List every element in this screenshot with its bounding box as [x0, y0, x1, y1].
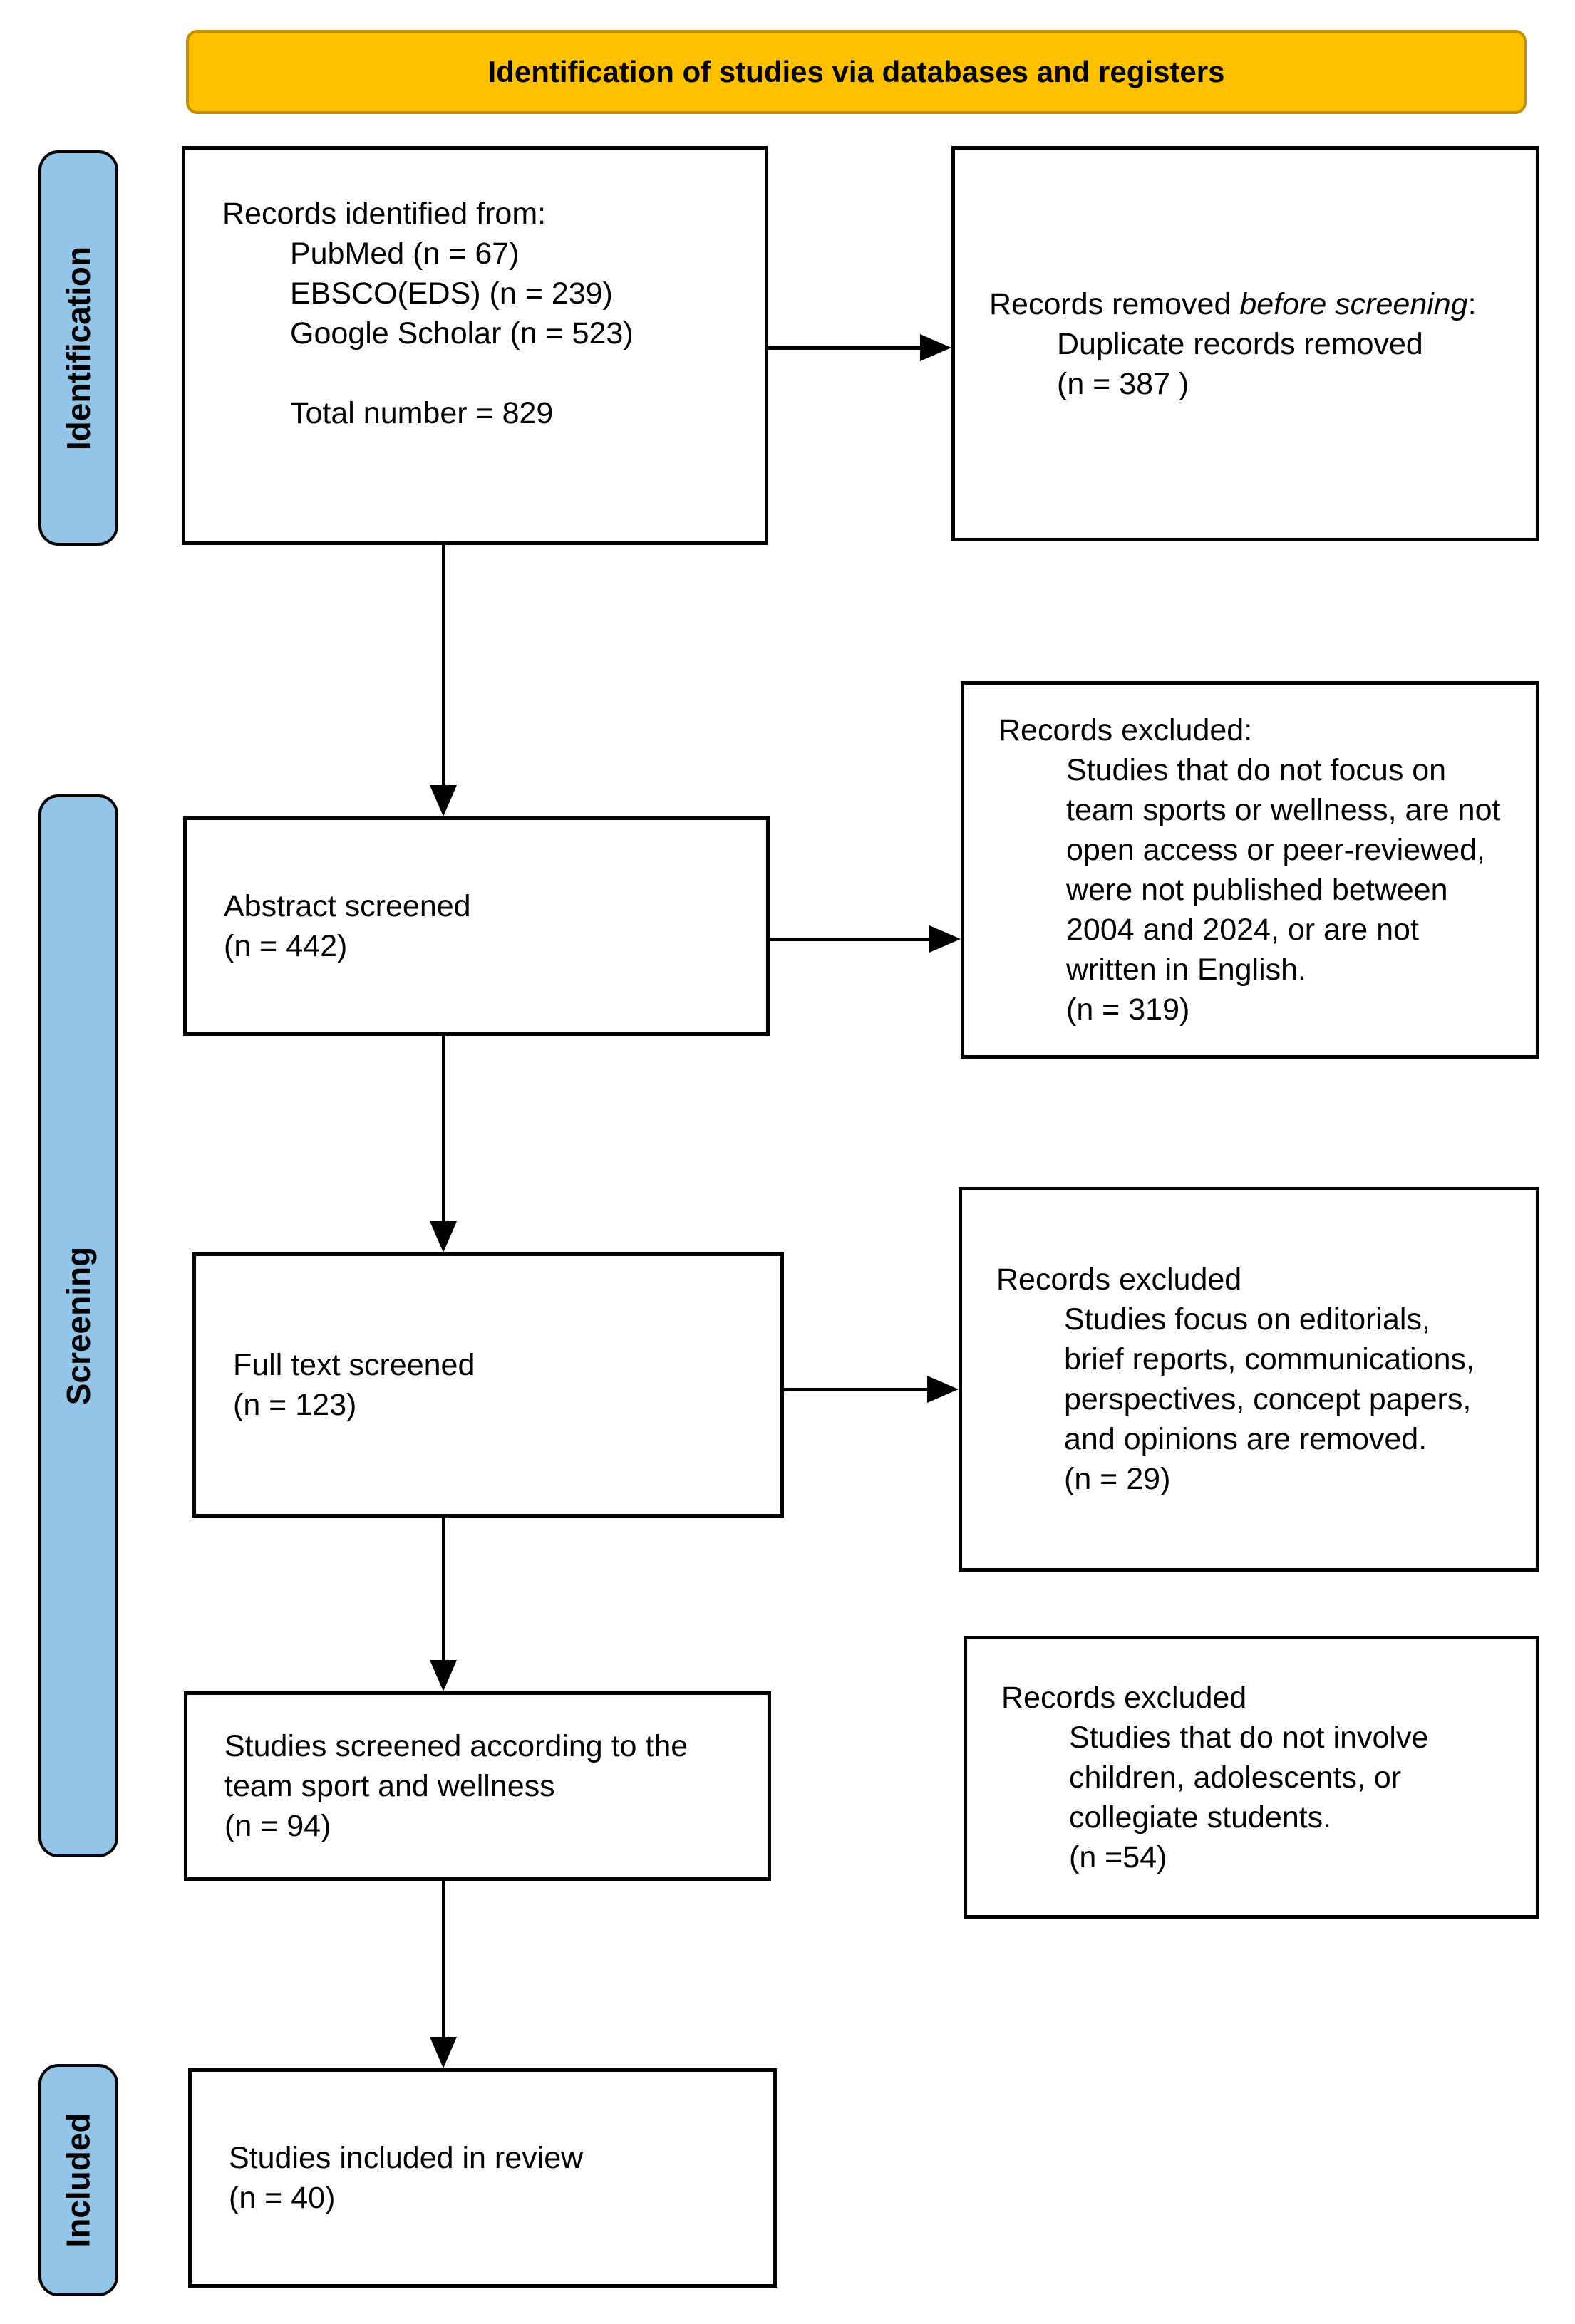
arrow-fulltext-to-excluded-line — [784, 1388, 927, 1391]
stage-identification: Identification — [38, 150, 118, 546]
full-text-screened-line1: Full text screened — [233, 1348, 475, 1382]
excluded-population-detail: Studies that do not involve children, ad… — [1069, 1720, 1429, 1835]
arrow-identified-to-abstract-head — [430, 785, 457, 816]
stage-included: Included — [38, 2064, 118, 2296]
records-identified-item: Google Scholar (n = 523) — [290, 316, 634, 351]
records-removed-title: Records removed before screening: — [989, 284, 1507, 324]
box-full-text-screened: Full text screened (n = 123) — [192, 1252, 784, 1518]
records-removed-title-normal: Records removed — [989, 286, 1240, 321]
excluded-abstract-count: (n = 319) — [1066, 992, 1190, 1027]
arrow-screened-to-included-head — [430, 2037, 457, 2068]
arrow-fulltext-to-screened-line — [442, 1518, 445, 1660]
arrow-abstract-to-fulltext-head — [430, 1221, 457, 1252]
banner-title: Identification of studies via databases … — [186, 30, 1527, 114]
arrow-abstract-to-excluded-head — [929, 925, 961, 953]
studies-screened-text: Studies screened according to the team s… — [224, 1729, 688, 1803]
abstract-screened-count: (n = 442) — [224, 929, 348, 963]
arrow-screened-to-included-line — [442, 1881, 445, 2037]
excluded-abstract-detail: Studies that do not focus on team sports… — [1066, 753, 1501, 987]
records-identified-item: PubMed (n = 67) — [290, 237, 520, 271]
excluded-fulltext-detail: Studies focus on editorials, brief repor… — [1064, 1302, 1475, 1456]
records-identified-total: Total number = 829 — [290, 396, 554, 430]
records-removed-count: (n = 387 ) — [1057, 366, 1189, 401]
arrow-identified-to-abstract-line — [442, 545, 445, 785]
full-text-screened-count: (n = 123) — [233, 1388, 357, 1422]
excluded-fulltext-title: Records excluded — [996, 1262, 1242, 1297]
stage-screening: Screening — [38, 794, 118, 1857]
box-records-removed: Records removed before screening: Duplic… — [951, 146, 1539, 541]
records-identified-title: Records identified from: — [222, 197, 547, 231]
records-removed-title-italic: before screening — [1239, 286, 1468, 321]
studies-included-line1: Studies included in review — [229, 2141, 584, 2175]
excluded-population-title: Records excluded — [1001, 1680, 1247, 1715]
banner-title-text: Identification of studies via databases … — [487, 55, 1225, 88]
box-records-excluded-fulltext: Records excluded Studies focus on editor… — [959, 1187, 1539, 1572]
box-records-excluded-population: Records excluded Studies that do not inv… — [964, 1636, 1539, 1919]
stage-screening-label: Screening — [60, 1246, 98, 1406]
records-identified-item: EBSCO(EDS) (n = 239) — [290, 276, 613, 311]
excluded-population-count: (n =54) — [1069, 1840, 1167, 1874]
studies-included-count: (n = 40) — [229, 2181, 336, 2215]
excluded-fulltext-count: (n = 29) — [1064, 1462, 1171, 1496]
box-abstract-screened: Abstract screened (n = 442) — [183, 816, 770, 1036]
arrow-abstract-to-excluded-line — [770, 938, 929, 941]
arrow-fulltext-to-excluded-head — [927, 1376, 959, 1403]
arrow-identified-to-removed-line — [768, 346, 920, 350]
stage-identification-label: Identification — [60, 246, 98, 450]
blank-line — [222, 353, 743, 393]
box-studies-screened: Studies screened according to the team s… — [184, 1691, 771, 1881]
arrow-identified-to-removed-head — [920, 334, 951, 361]
stage-included-label: Included — [60, 2112, 97, 2248]
box-studies-included: Studies included in review (n = 40) — [188, 2068, 777, 2288]
box-records-identified: Records identified from: PubMed (n = 67)… — [182, 146, 768, 545]
arrow-abstract-to-fulltext-line — [442, 1036, 445, 1221]
box-records-excluded-abstract: Records excluded: Studies that do not fo… — [961, 681, 1539, 1059]
records-removed-title-colon: : — [1467, 286, 1477, 321]
records-removed-detail: Duplicate records removed — [1057, 326, 1423, 361]
studies-screened-count: (n = 94) — [224, 1809, 331, 1843]
arrow-fulltext-to-screened-head — [430, 1660, 457, 1691]
abstract-screened-line1: Abstract screened — [224, 889, 471, 923]
excluded-abstract-title: Records excluded: — [998, 713, 1253, 747]
